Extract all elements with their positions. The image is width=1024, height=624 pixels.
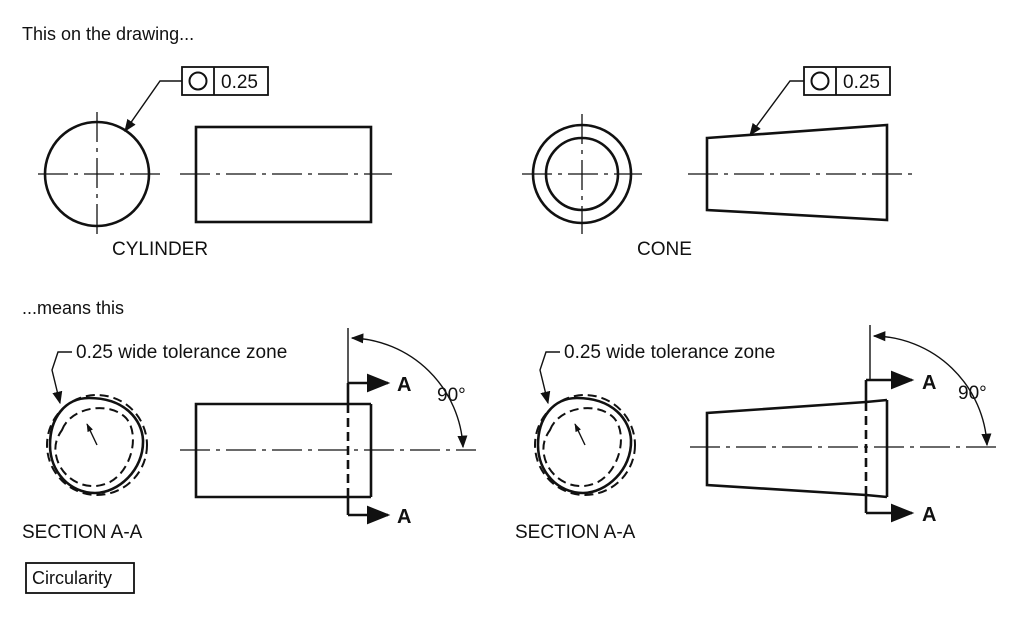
top-caption: This on the drawing... [22, 24, 194, 44]
cone-tolerance-value: 0.25 [843, 72, 880, 93]
legend-text: Circularity [32, 568, 112, 588]
cylinder-leader [124, 80, 182, 133]
right-section-label: SECTION A-A [515, 522, 636, 543]
cone-leader [749, 80, 804, 137]
cylinder-label: CYLINDER [112, 239, 208, 260]
left-tolerance-zone-callout: 0.25 wide tolerance zone [51, 342, 287, 405]
cone-section-view [534, 394, 636, 496]
left-tolerance-zone-text: 0.25 wide tolerance zone [76, 342, 287, 363]
cone-section-side-view [690, 325, 1000, 523]
cylinder-side-view [180, 125, 392, 224]
right-tolerance-zone-callout: 0.25 wide tolerance zone [539, 342, 775, 405]
cone-label: CONE [637, 239, 692, 260]
left-angle-label: 90° [437, 385, 466, 406]
cone-side-view [688, 123, 915, 222]
circularity-icon [810, 71, 830, 91]
cylinder-section-side-view [180, 328, 476, 525]
cone-section-marker-bottom: A [922, 504, 936, 526]
cylinder-feature-control-frame: 0.25 [181, 66, 269, 96]
cone-feature-control-frame: 0.25 [803, 66, 891, 96]
right-tolerance-zone-text: 0.25 wide tolerance zone [564, 342, 775, 363]
cyl-section-marker-top: A [397, 374, 411, 396]
right-angle-label: 90° [958, 383, 987, 404]
cone-end-view [522, 114, 642, 234]
circularity-legend-box: Circularity [25, 562, 135, 594]
cylinder-tolerance-value: 0.25 [221, 72, 258, 93]
cylinder-section-view [46, 394, 148, 496]
cyl-section-marker-bottom: A [397, 506, 411, 528]
cone-section-marker-top: A [922, 372, 936, 394]
bottom-caption: ...means this [22, 298, 124, 318]
circularity-icon [188, 71, 208, 91]
cylinder-end-view [38, 112, 160, 236]
left-section-label: SECTION A-A [22, 522, 143, 543]
